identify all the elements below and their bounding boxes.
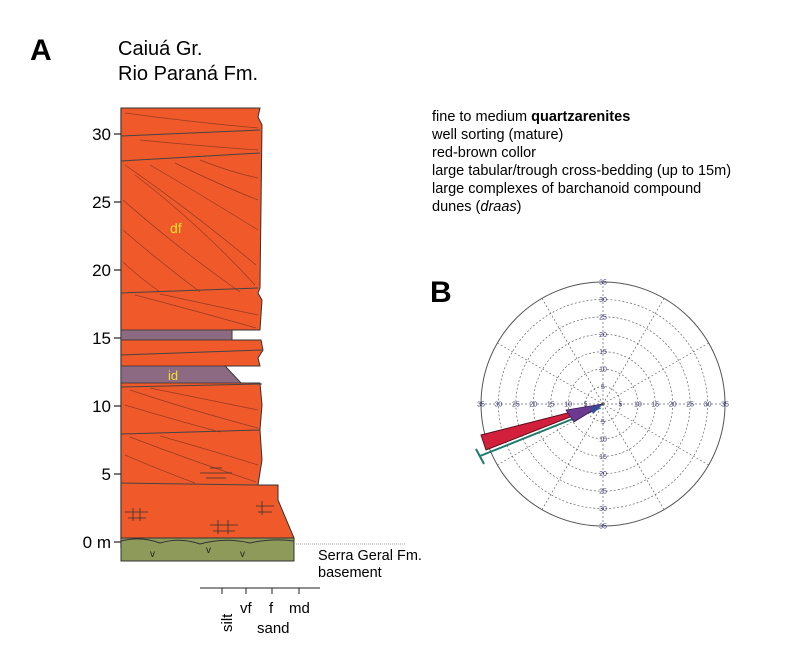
rose-ring-label: 35 bbox=[477, 402, 485, 409]
rose-ring-label: 20 bbox=[599, 332, 607, 339]
rose-ring-label: 25 bbox=[599, 489, 607, 496]
rose-ring-label: 15 bbox=[599, 349, 607, 356]
bounding-surfaces bbox=[120, 129, 263, 486]
rose-ring-label: 25 bbox=[599, 314, 607, 321]
rose-ring-label: 15 bbox=[547, 402, 555, 409]
group-name: Caiuá Gr. bbox=[118, 38, 202, 60]
rose-ring-label: 15 bbox=[599, 454, 607, 461]
svg-text:v: v bbox=[206, 545, 211, 556]
svg-text:v: v bbox=[240, 549, 245, 560]
facies-id-label: id bbox=[168, 368, 178, 383]
rose-ring-label: 10 bbox=[599, 367, 607, 374]
grain-size-vf: vf bbox=[240, 600, 253, 617]
description-line-1: fine to medium quartzarenites bbox=[432, 109, 630, 125]
rose-diagram: 35 35 35 35 30 30 30 30 25 25 25 25 20 20 20 20 15 15 15 15… bbox=[475, 280, 729, 531]
description-line-4: large tabular/trough cross-bedding (up t… bbox=[432, 163, 731, 179]
rose-ring-label: 30 bbox=[599, 506, 607, 513]
rose-spoke bbox=[541, 403, 604, 510]
description-line-2: well sorting (mature) bbox=[431, 127, 563, 143]
interdune-band-lower bbox=[120, 365, 242, 384]
rose-spoke bbox=[602, 403, 665, 510]
depth-axis: 30 25 20 15 10 5 0 m bbox=[83, 108, 122, 552]
rose-ring bbox=[515, 316, 691, 492]
depth-tick-label: 5 bbox=[102, 465, 111, 484]
rose-ring-label: 10 bbox=[599, 436, 607, 443]
interdune-band-upper bbox=[120, 329, 233, 341]
rose-ring-label: 5 bbox=[618, 402, 622, 409]
rose-ring-label: 20 bbox=[529, 402, 537, 409]
rose-spoke bbox=[602, 342, 709, 405]
facies-df-label: df bbox=[170, 220, 182, 236]
rose-ring-label: 5 bbox=[601, 384, 605, 391]
grain-size-f: f bbox=[269, 600, 274, 617]
rose-ring-label: 35 bbox=[721, 402, 729, 409]
stratigraphic-column: df id v v v Serra Geral Fm. basement sil… bbox=[120, 107, 422, 637]
depth-tick-label: 15 bbox=[92, 329, 111, 348]
grain-size-axis-label: sand bbox=[257, 620, 290, 637]
basement-label: basement bbox=[318, 565, 382, 581]
rose-ring-label: 10 bbox=[564, 402, 572, 409]
description-line-3: red-brown collor bbox=[432, 145, 536, 161]
bedding-symbols bbox=[125, 467, 274, 534]
depth-tick-label: 0 m bbox=[83, 533, 111, 552]
rose-grid bbox=[480, 281, 726, 527]
panel-a-letter: A bbox=[30, 34, 52, 67]
rose-ring-label: 35 bbox=[599, 280, 607, 287]
basement-formation-label: Serra Geral Fm. bbox=[318, 548, 422, 564]
panel-b-letter: B bbox=[430, 276, 452, 309]
rose-ring bbox=[567, 368, 639, 440]
lithology-description: fine to medium quartzarenites well sorti… bbox=[431, 109, 731, 215]
basement-contact bbox=[120, 538, 295, 545]
rose-ring-label: 30 bbox=[599, 297, 607, 304]
rose-spoke bbox=[602, 298, 665, 405]
rose-spoke bbox=[497, 342, 604, 405]
description-line-5: large complexes of barchanoid compound bbox=[432, 181, 701, 197]
depth-tick-label: 10 bbox=[92, 397, 111, 416]
rose-ring-labels: 35 35 35 35 30 30 30 30 25 25 25 25 20 20 20 20 15 15 15 15… bbox=[477, 280, 729, 531]
rose-ring-label: 5 bbox=[601, 419, 605, 426]
rose-spoke bbox=[602, 403, 709, 466]
rose-ring-label: 20 bbox=[599, 471, 607, 478]
rose-ring-label: 25 bbox=[686, 402, 694, 409]
rose-ring-label: 10 bbox=[634, 402, 642, 409]
depth-tick-label: 25 bbox=[92, 193, 111, 212]
svg-text:v: v bbox=[150, 549, 155, 560]
sandstone-body bbox=[120, 107, 295, 539]
description-line-6: dunes (draas) bbox=[432, 199, 522, 215]
depth-tick-label: 30 bbox=[92, 125, 111, 144]
rose-ring-label: 30 bbox=[704, 402, 712, 409]
cross-bedding bbox=[122, 112, 259, 484]
rose-ring-label: 5 bbox=[584, 402, 588, 409]
paleocurrent-vector bbox=[590, 404, 603, 414]
rose-ring-label: 30 bbox=[495, 402, 503, 409]
rose-ring-label: 20 bbox=[669, 402, 677, 409]
depth-tick-label: 20 bbox=[92, 261, 111, 280]
rose-ring-label: 35 bbox=[599, 524, 607, 531]
grain-size-md: md bbox=[289, 600, 310, 617]
rose-ring-label: 25 bbox=[512, 402, 520, 409]
formation-name: Rio Paraná Fm. bbox=[118, 63, 258, 85]
basement-unit bbox=[120, 537, 295, 562]
volcanic-symbols: v v v bbox=[150, 545, 245, 560]
rose-spoke bbox=[541, 298, 604, 405]
rose-ring-label: 15 bbox=[651, 402, 659, 409]
depth-ticks: 30 25 20 15 10 5 0 m bbox=[83, 125, 121, 552]
grain-size-ticks bbox=[221, 588, 300, 594]
grain-size-silt: silt bbox=[219, 613, 236, 632]
